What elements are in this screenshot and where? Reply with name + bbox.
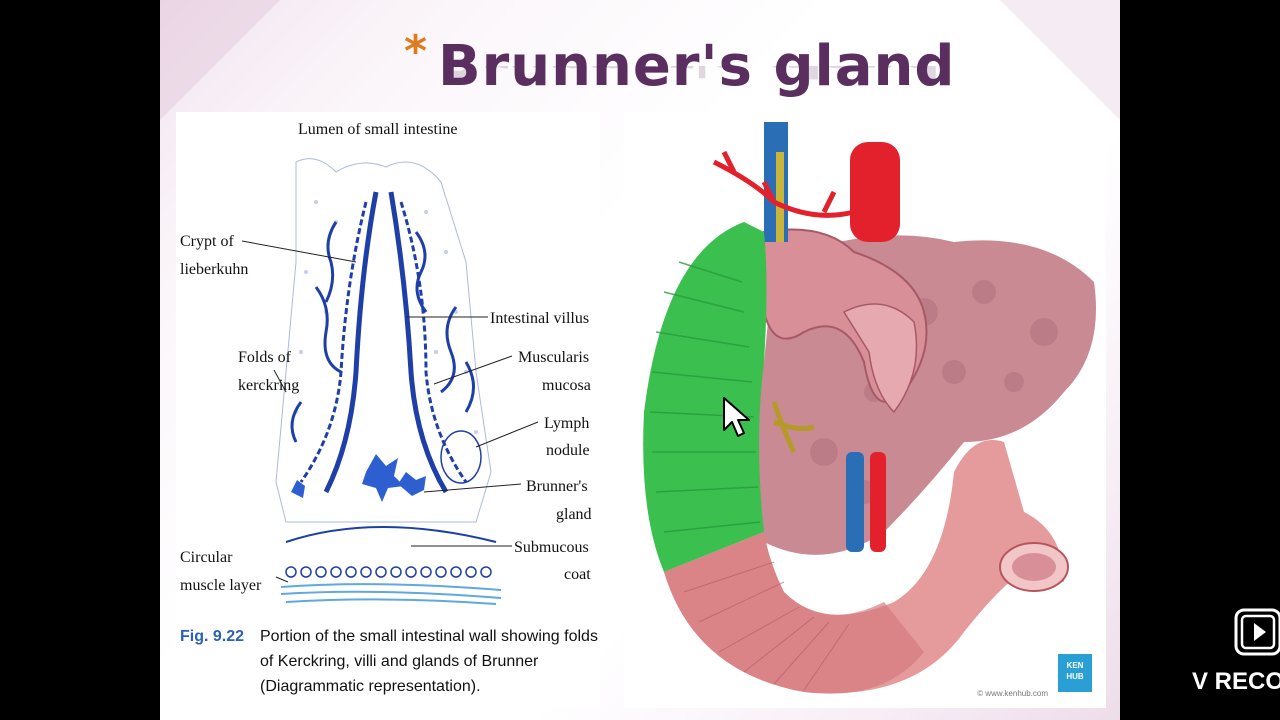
- slide-title-block: * Brunner's gland Brunner's gland: [400, 22, 955, 112]
- kenhub-logo: KEN HUB: [1058, 654, 1092, 692]
- crypt-label: lieberkuhn: [180, 261, 248, 278]
- lumen-label: Lumen of small intestine: [298, 121, 458, 138]
- diagram-drawing: Lumen of small intestine Crypt of lieber…: [180, 121, 592, 605]
- kenhub-logo-text: HUB: [1066, 672, 1084, 681]
- lymph-nodule-label: Lymph: [544, 415, 589, 432]
- folds-label: kerckring: [238, 377, 299, 394]
- brunner-gland-label: gland: [556, 506, 592, 523]
- video-recorder-icon[interactable]: [1232, 606, 1280, 658]
- villus-label: Intestinal villus: [490, 310, 589, 327]
- kenhub-logo-text: KEN: [1066, 661, 1084, 670]
- slide-decoration: [160, 0, 280, 120]
- kenhub-credit: © www.kenhub.com: [977, 689, 1048, 698]
- muscularis-label: mucosa: [542, 377, 591, 394]
- intestinal-wall-diagram: Lumen of small intestine Crypt of lieber…: [176, 112, 600, 708]
- recorder-label: V RECO: [1192, 668, 1280, 695]
- screen-margin: [1120, 0, 1280, 720]
- figure-caption-text: Portion of the small intestinal wall sho…: [260, 628, 598, 695]
- slide-title: Brunner's gland: [438, 34, 956, 99]
- circular-muscle-label: muscle layer: [180, 577, 262, 594]
- submucous-label: coat: [564, 566, 591, 583]
- slide-decoration: [1000, 0, 1120, 120]
- title-reflection: Brunner's gland: [438, 66, 941, 88]
- duodenum-illustration: KEN HUB © www.kenhub.com: [624, 112, 1106, 708]
- circular-muscle-label: Circular: [180, 549, 233, 566]
- folds-label: Folds of: [238, 349, 292, 366]
- title-bullet: *: [404, 26, 428, 77]
- duodenum-drawing: [643, 122, 1096, 694]
- submucous-label: Submucous: [514, 539, 589, 556]
- crypt-label: Crypt of: [180, 233, 234, 250]
- brunner-gland-label: Brunner's: [526, 478, 588, 495]
- lymph-nodule-label: nodule: [546, 442, 590, 459]
- mouse-pointer-icon: [723, 397, 750, 437]
- muscularis-label: Muscularis: [518, 349, 589, 366]
- presentation-slide: * Brunner's gland Brunner's gland: [160, 0, 1120, 720]
- figure-number: Fig. 9.22: [180, 628, 245, 645]
